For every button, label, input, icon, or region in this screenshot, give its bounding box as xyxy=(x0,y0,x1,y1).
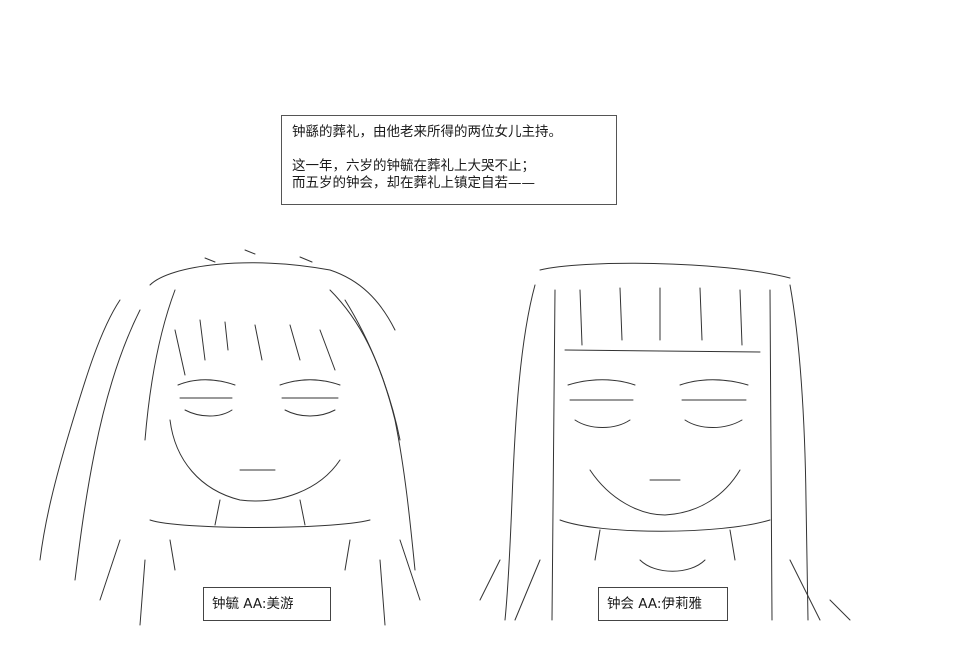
narration-line: 这一年，六岁的钟毓在葬礼上大哭不止； xyxy=(292,158,535,174)
right-girl-ascii-art xyxy=(479,262,851,621)
left-girl-ascii-art xyxy=(39,249,421,626)
caption-zhong-yu: 钟毓 AA:美游 xyxy=(203,587,331,621)
narration-line: 而五岁的钟会，却在葬礼上镇定自若—— xyxy=(292,175,535,191)
narration-line xyxy=(292,141,608,158)
caption-zhong-hui: 钟会 AA:伊莉雅 xyxy=(598,587,728,621)
narration-box: 钟繇的葬礼，由他老来所得的两位女儿主持。 这一年，六岁的钟毓在葬礼上大哭不止； … xyxy=(281,115,617,205)
narration-line: 钟繇的葬礼，由他老来所得的两位女儿主持。 xyxy=(292,124,562,140)
